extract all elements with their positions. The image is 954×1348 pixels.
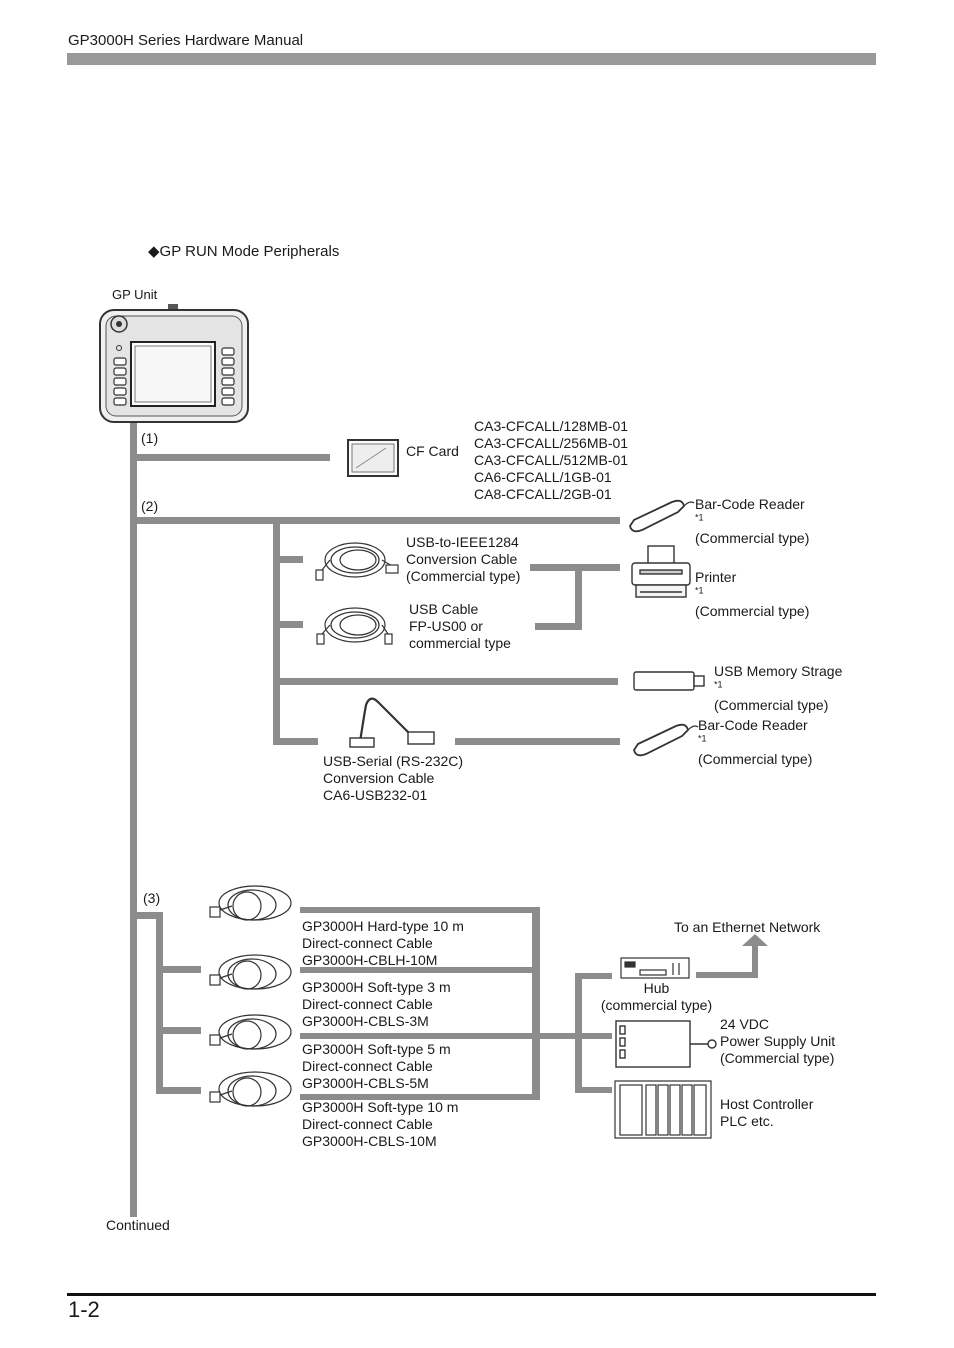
cf-card-label: CF Card xyxy=(406,443,459,459)
barcode-reader-icon-2 xyxy=(633,723,699,757)
connection-lines xyxy=(130,422,758,1217)
usb-ieee-cable-icon xyxy=(315,542,399,581)
ethernet-arrow-icon xyxy=(742,934,768,946)
usb-memory-icon xyxy=(633,671,705,691)
branch-1-label: (1) xyxy=(141,430,159,446)
usb-cable-icon xyxy=(316,607,393,645)
cf-card-icon xyxy=(347,439,399,477)
hub-label: Hub (commercial type) xyxy=(600,980,713,1013)
usb-ieee-label: USB-to-IEEE1284 Conversion Cable (Commer… xyxy=(406,534,521,584)
cf-model: CA6-CFCALL/1GB-01 xyxy=(474,469,612,485)
barcode-reader-2-label: Bar-Code Reader*1 (Commercial type) xyxy=(698,717,813,767)
section-title: GP RUN Mode Peripherals xyxy=(159,243,340,260)
printer-label: Printer*1 (Commercial type) xyxy=(695,569,810,619)
power-supply-label: 24 VDC Power Supply Unit (Commercial typ… xyxy=(720,1016,836,1066)
gp-unit-icon xyxy=(99,304,249,423)
footer-rule xyxy=(67,1293,876,1296)
direct-cable-icons xyxy=(209,885,292,1107)
cf-model: CA3-CFCALL/128MB-01 xyxy=(474,418,629,434)
branch-3-label: (3) xyxy=(143,890,161,906)
continued-label: Continued xyxy=(106,1217,170,1233)
barcode-reader-1-label: Bar-Code Reader*1 (Commercial type) xyxy=(695,496,810,546)
cable-2-label: GP3000H Soft-type 3 m Direct-connect Cab… xyxy=(302,979,451,1029)
usb-serial-cable-icon xyxy=(349,697,435,748)
section-heading: ◆GP RUN Mode Peripherals xyxy=(148,243,339,260)
ethernet-label: To an Ethernet Network xyxy=(674,919,821,935)
printer-icon xyxy=(631,545,691,598)
cf-model: CA3-CFCALL/256MB-01 xyxy=(474,435,629,451)
gp-unit-label: GP Unit xyxy=(112,287,158,302)
header-bar xyxy=(67,53,876,65)
usb-memory-label: USB Memory Strage*1 (Commercial type) xyxy=(714,663,843,713)
cable-1-label: GP3000H Hard-type 10 m Direct-connect Ca… xyxy=(302,918,464,968)
barcode-reader-icon xyxy=(629,499,695,533)
cable-4-label: GP3000H Soft-type 10 m Direct-connect Ca… xyxy=(302,1099,459,1149)
plc-icon xyxy=(614,1080,712,1139)
page-number: 1-2 xyxy=(68,1297,100,1322)
bullet-icon: ◆ xyxy=(148,243,160,260)
cf-model: CA8-CFCALL/2GB-01 xyxy=(474,486,612,502)
branch-2-label: (2) xyxy=(141,498,159,514)
cf-card-models: CA3-CFCALL/128MB-01 CA3-CFCALL/256MB-01 … xyxy=(474,418,628,503)
usb-serial-label: USB-Serial (RS-232C) Conversion Cable CA… xyxy=(323,753,464,803)
cf-model: CA3-CFCALL/512MB-01 xyxy=(474,452,629,468)
host-controller-label: Host Controller PLC etc. xyxy=(720,1096,814,1129)
manual-title: GP3000H Series Hardware Manual xyxy=(68,32,304,49)
cable-3-label: GP3000H Soft-type 5 m Direct-connect Cab… xyxy=(302,1041,451,1091)
usb-cable-label: USB Cable FP-US00 or commercial type xyxy=(409,601,511,651)
hub-icon xyxy=(620,957,690,979)
power-supply-icon xyxy=(615,1020,717,1068)
